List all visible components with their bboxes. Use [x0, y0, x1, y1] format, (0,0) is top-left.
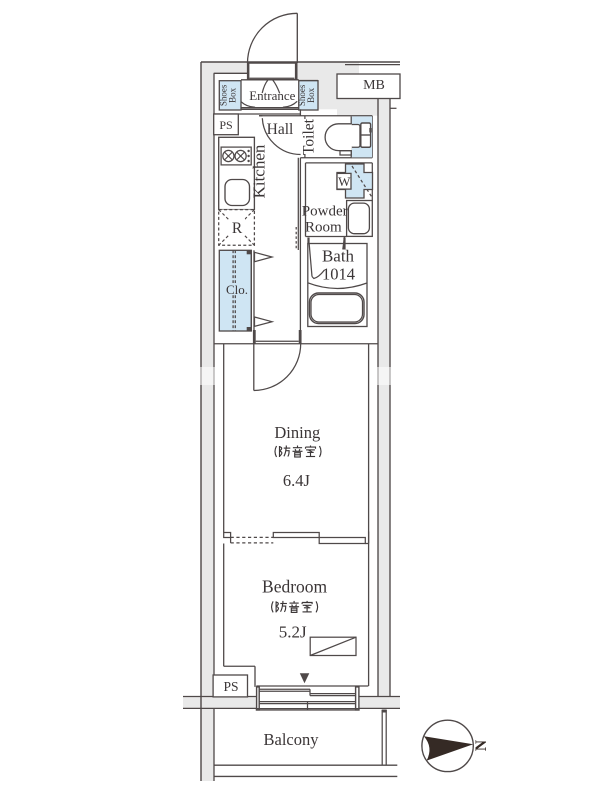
svg-text:W: W	[338, 174, 351, 189]
svg-text:Hall: Hall	[267, 121, 294, 138]
svg-text:Shoes: Shoes	[218, 84, 228, 106]
svg-text:Kitchen: Kitchen	[249, 144, 268, 198]
svg-text:MB: MB	[363, 78, 385, 93]
svg-text:Toilet: Toilet	[300, 118, 317, 155]
svg-text:Balcony: Balcony	[264, 730, 320, 749]
svg-text:PS: PS	[219, 118, 232, 132]
svg-text:Box: Box	[227, 87, 237, 103]
svg-text:N: N	[473, 740, 490, 751]
svg-text:1014: 1014	[322, 265, 355, 284]
svg-text:Bedroom: Bedroom	[262, 577, 328, 597]
svg-text:Box: Box	[306, 87, 316, 103]
svg-text:5.2J: 5.2J	[279, 623, 307, 642]
svg-text:PS: PS	[223, 679, 238, 694]
svg-text:Room: Room	[305, 220, 342, 236]
svg-text:Entrance: Entrance	[249, 88, 295, 103]
svg-text:Bath: Bath	[322, 247, 355, 266]
svg-text:6.4J: 6.4J	[283, 471, 311, 490]
svg-text:Shoes: Shoes	[297, 84, 307, 106]
svg-text:Powder: Powder	[302, 204, 348, 220]
svg-text:Dining: Dining	[274, 423, 320, 442]
svg-text:Clo.: Clo.	[226, 282, 248, 297]
svg-text:R: R	[232, 220, 243, 237]
